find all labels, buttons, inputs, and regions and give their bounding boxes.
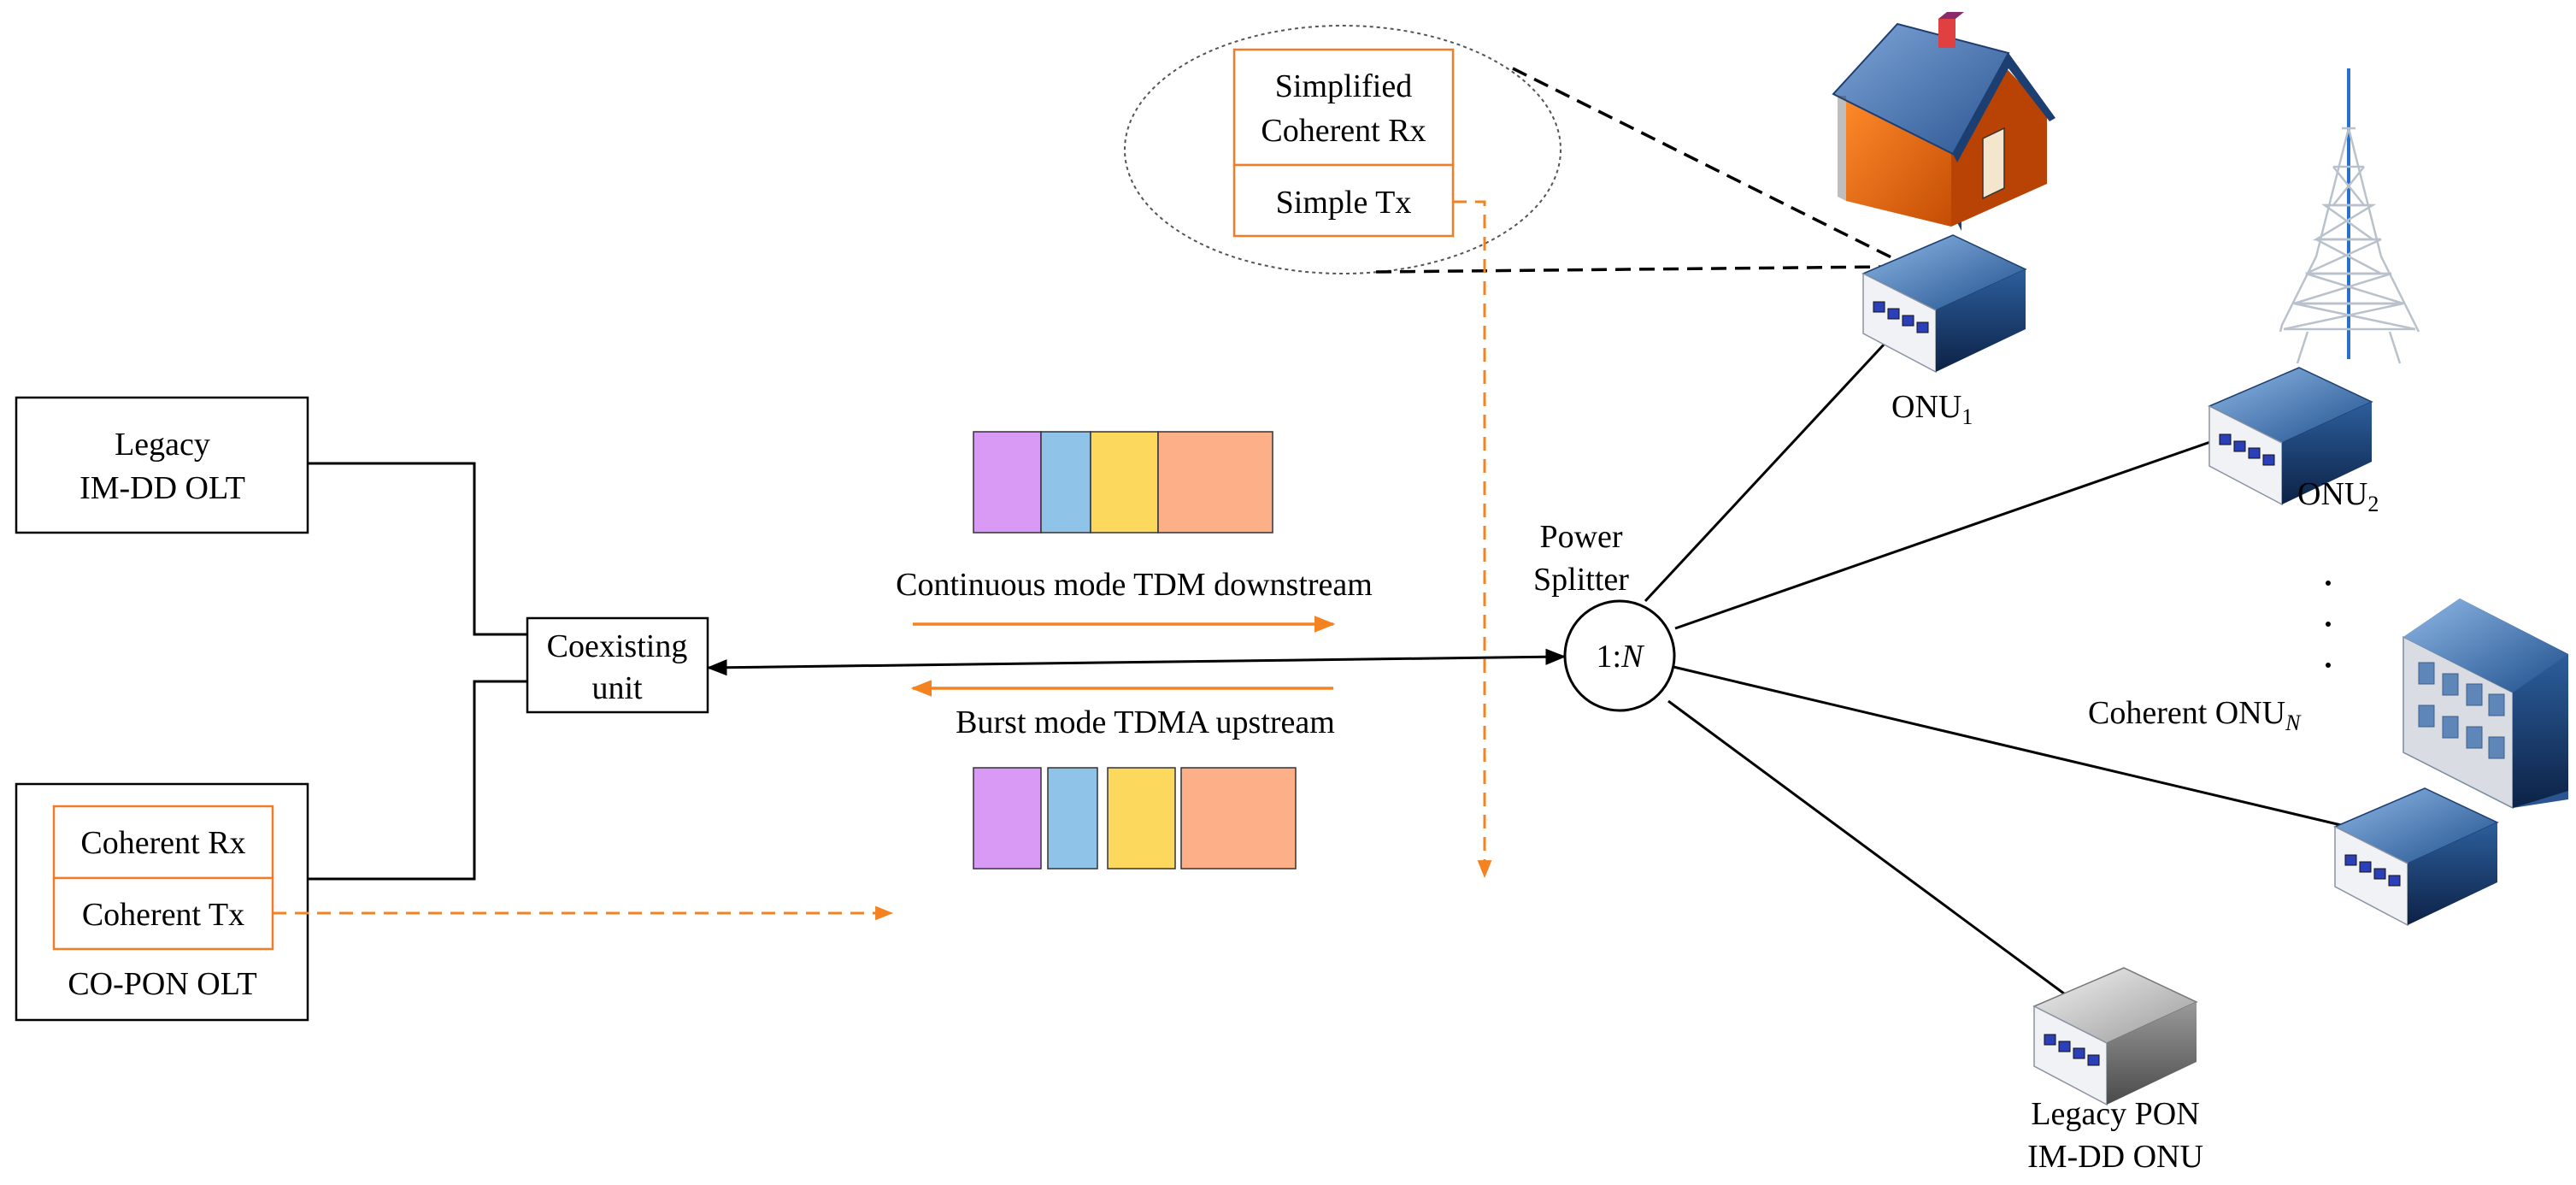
simplified-coherent-rx-box bbox=[1232, 48, 1455, 167]
downstream-slot-4 bbox=[1157, 431, 1273, 534]
coherent-rx-label: Coherent Rx bbox=[80, 825, 245, 861]
feeder-fiber-arrow bbox=[706, 648, 1567, 676]
legacy-onu-device-icon bbox=[2032, 967, 2198, 1106]
coherent-onun-label: Coherent ONUN bbox=[2088, 695, 2302, 735]
simplified-rx-line2: Coherent Rx bbox=[1261, 113, 1426, 149]
splitter-ratio: 1:N bbox=[1597, 639, 1646, 675]
more-onus-ellipsis bbox=[2326, 581, 2331, 668]
olt-connection-wires bbox=[308, 462, 527, 881]
upstream-tdma-bursts bbox=[973, 767, 1297, 870]
drop-fibers bbox=[1644, 342, 2360, 1017]
onu1-label: ONU1 bbox=[1891, 389, 1973, 429]
coexisting-unit-line1: Coexisting bbox=[547, 628, 688, 664]
onu2-device-icon bbox=[2208, 367, 2373, 506]
radio-tower-icon bbox=[2279, 68, 2420, 364]
coexisting-unit-line2: unit bbox=[591, 670, 643, 706]
coherent-tx-box bbox=[52, 876, 274, 951]
legacy-onu-line1: Legacy PON bbox=[2031, 1096, 2199, 1132]
downstream-tdm-frame bbox=[973, 431, 1273, 534]
copon-olt-caption: CO-PON OLT bbox=[68, 966, 256, 1002]
onu1-device-icon bbox=[1861, 234, 2027, 374]
power-splitter-line2: Splitter bbox=[1533, 562, 1629, 598]
power-splitter-line1: Power bbox=[1539, 519, 1622, 555]
simple-tx-upstream-dashed-arrow bbox=[1453, 200, 1492, 879]
legacy-olt-line2: IM-DD OLT bbox=[79, 470, 245, 506]
simple-tx-label: Simple Tx bbox=[1276, 185, 1412, 221]
upstream-burst-2 bbox=[1047, 767, 1098, 870]
onu-detail-callout bbox=[1124, 25, 1561, 274]
coexisting-unit-box bbox=[526, 616, 709, 714]
callout-leader-lines bbox=[1375, 67, 1911, 274]
upstream-burst-3 bbox=[1107, 767, 1176, 870]
power-splitter-circle bbox=[1563, 599, 1676, 712]
upstream-label: Burst mode TDMA upstream bbox=[956, 705, 1335, 740]
coherent-onun-device-icon bbox=[2333, 787, 2499, 927]
downstream-slot-1 bbox=[973, 431, 1042, 534]
office-building-icon bbox=[2403, 598, 2568, 810]
downstream-label: Continuous mode TDM downstream bbox=[896, 567, 1373, 603]
upstream-burst-1 bbox=[973, 767, 1042, 870]
coherent-tx-label: Coherent Tx bbox=[82, 897, 244, 933]
upstream-burst-4 bbox=[1180, 767, 1297, 870]
onu2-label: ONU2 bbox=[2297, 476, 2379, 516]
simple-tx-box bbox=[1232, 163, 1455, 238]
simplified-rx-line1: Simplified bbox=[1275, 68, 1412, 104]
legacy-olt-line1: Legacy bbox=[115, 427, 210, 463]
legacy-olt-box bbox=[15, 396, 309, 534]
legacy-onu-line2: IM-DD ONU bbox=[2027, 1139, 2203, 1175]
downstream-slot-2 bbox=[1040, 431, 1091, 534]
downstream-slot-3 bbox=[1090, 431, 1159, 534]
coherent-rx-box bbox=[52, 805, 274, 880]
house-icon bbox=[1832, 12, 2056, 231]
